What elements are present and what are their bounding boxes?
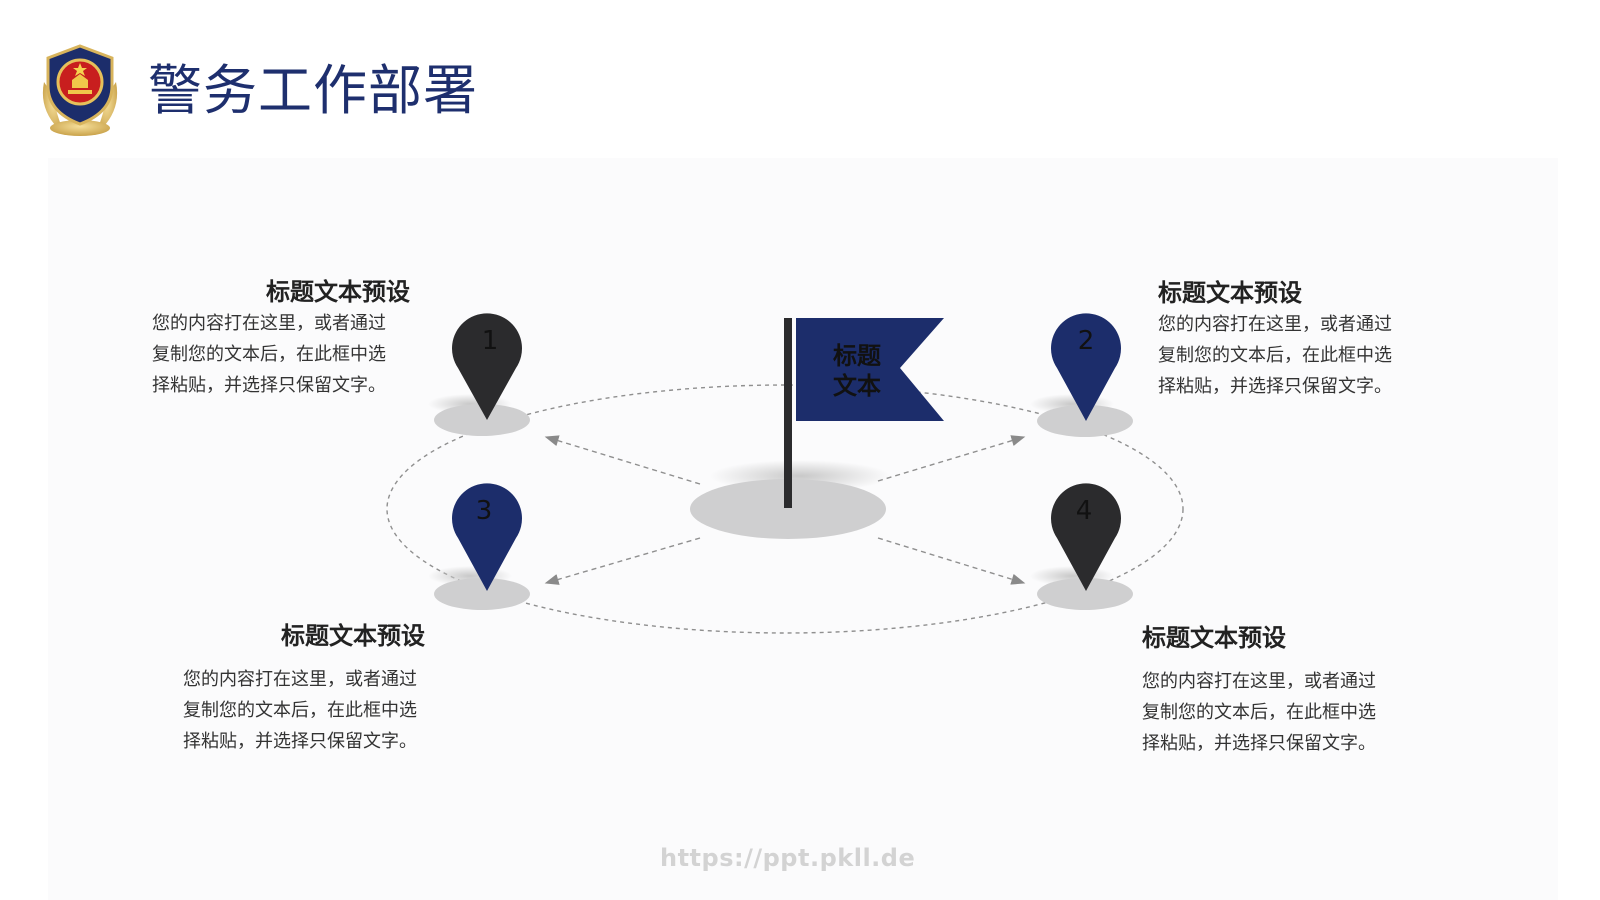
block-2-line2: 复制您的文本后，在此框中选: [1158, 345, 1392, 366]
flag-label-line2: 文本: [833, 372, 881, 400]
block-4-body: 您的内容打在这里，或者通过 复制您的文本后，在此框中选 择粘贴，并选择只保留文字…: [1142, 666, 1412, 759]
pin-3-marker: [452, 483, 522, 591]
pin-4-base: [1037, 578, 1133, 610]
pin-4-marker: [1051, 483, 1121, 591]
pin-3-base: [434, 578, 530, 610]
pin-1-marker: [452, 313, 522, 420]
flag-label: 标题 文本: [822, 341, 892, 401]
block-3-body: 您的内容打在这里，或者通过 复制您的文本后，在此框中选 择粘贴，并选择只保留文字…: [183, 664, 453, 757]
block-4-title: 标题文本预设: [1142, 624, 1286, 652]
arrow-to-pin-4: [877, 537, 1026, 585]
block-2-body: 您的内容打在这里，或者通过 复制您的文本后，在此框中选 择粘贴，并选择只保留文字…: [1158, 309, 1428, 402]
block-4-line2: 复制您的文本后，在此框中选: [1142, 702, 1376, 723]
police-emblem-icon: [42, 44, 118, 136]
block-1-line2: 复制您的文本后，在此框中选: [152, 344, 386, 365]
text-block-1: 标题文本预设 您的内容打在这里，或者通过 复制您的文本后，在此框中选 择粘贴，并…: [152, 276, 410, 401]
arrow-to-pin-2: [877, 435, 1026, 482]
arrow-to-pin-3: [544, 537, 701, 585]
flag-pole: [784, 318, 792, 508]
block-4-line3: 择粘贴，并选择只保留文字。: [1142, 733, 1376, 754]
pin-3-number: 3: [475, 496, 493, 526]
block-3-title: 标题文本预设: [281, 622, 425, 650]
text-block-4: 标题文本预设 您的内容打在这里，或者通过 复制您的文本后，在此框中选 择粘贴，并…: [1142, 622, 1412, 759]
block-1-title: 标题文本预设: [266, 278, 410, 306]
block-3-line2: 复制您的文本后，在此框中选: [183, 700, 417, 721]
pin-2-marker: [1051, 313, 1121, 421]
block-1-line3: 择粘贴，并选择只保留文字。: [152, 375, 386, 396]
pin-2-number: 2: [1077, 326, 1095, 356]
pin-2-base: [1037, 405, 1133, 437]
flag-banner: [796, 318, 944, 421]
block-3-line1: 您的内容打在这里，或者通过: [183, 669, 417, 690]
block-1-body: 您的内容打在这里，或者通过 复制您的文本后，在此框中选 择粘贴，并选择只保留文字…: [152, 308, 410, 401]
block-2-line1: 您的内容打在这里，或者通过: [1158, 314, 1392, 335]
text-block-3: 标题文本预设 您的内容打在这里，或者通过 复制您的文本后，在此框中选 择粘贴，并…: [183, 620, 453, 757]
page-title: 警务工作部署: [148, 59, 478, 122]
block-2-line3: 择粘贴，并选择只保留文字。: [1158, 376, 1392, 397]
flag-label-line1: 标题: [833, 342, 881, 370]
center-base: [690, 479, 886, 539]
pin-1-number: 1: [481, 326, 499, 356]
text-block-2: 标题文本预设 您的内容打在这里，或者通过 复制您的文本后，在此框中选 择粘贴，并…: [1158, 277, 1428, 402]
watermark: https://ppt.pkll.de: [660, 844, 916, 872]
pin-4-number: 4: [1075, 496, 1093, 526]
pin-1-base: [434, 404, 530, 436]
block-4-line1: 您的内容打在这里，或者通过: [1142, 671, 1376, 692]
block-2-title: 标题文本预设: [1158, 279, 1302, 307]
block-1-line1: 您的内容打在这里，或者通过: [152, 313, 386, 334]
block-3-line3: 择粘贴，并选择只保留文字。: [183, 731, 417, 752]
arrow-to-pin-1: [544, 435, 701, 485]
